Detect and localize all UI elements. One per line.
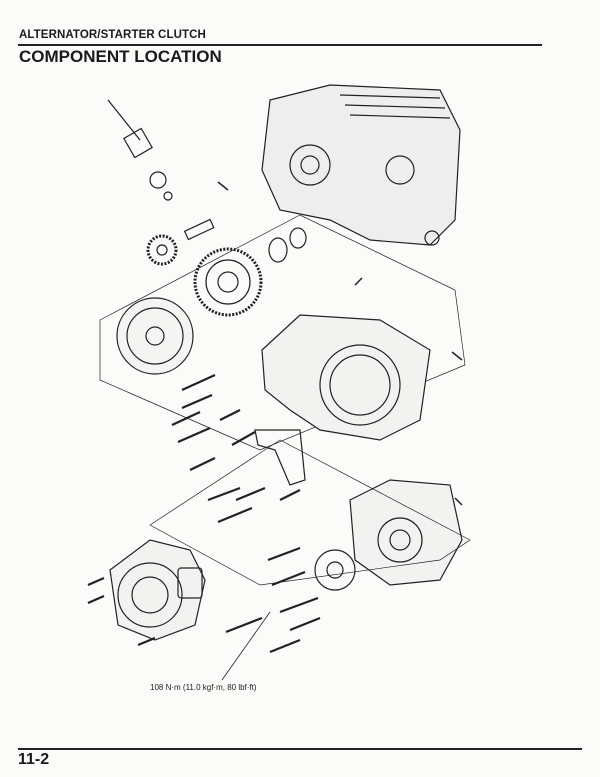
engine-case [261,84,461,246]
needle-bearing [268,227,307,263]
torque-leader-line [221,611,271,681]
starter-driven-gear [193,247,263,317]
arrows [217,181,463,506]
right-cover [349,479,463,586]
sensor-bolt [107,99,173,201]
cover-outline [149,439,471,586]
flywheel [116,297,194,375]
exploded-view-diagram [87,84,471,681]
left-crankcase-cover [261,314,431,441]
cover-part [314,549,356,591]
page-title: COMPONENT LOCATION [19,47,222,66]
starter-motor [109,539,206,641]
gasket-outline [99,214,466,451]
page-number: 11-2 [18,751,50,768]
dowel-pin [183,218,215,241]
footer-rule [18,748,582,750]
header-rule [18,44,542,46]
torque-callout: 108 N·m (11.0 kgf·m, 80 lbf·ft) [150,683,257,692]
starter-idle-gear [146,234,178,266]
section-heading: ALTERNATOR/STARTER CLUTCH [19,29,206,41]
bracket [254,429,306,486]
bolts [87,373,321,654]
